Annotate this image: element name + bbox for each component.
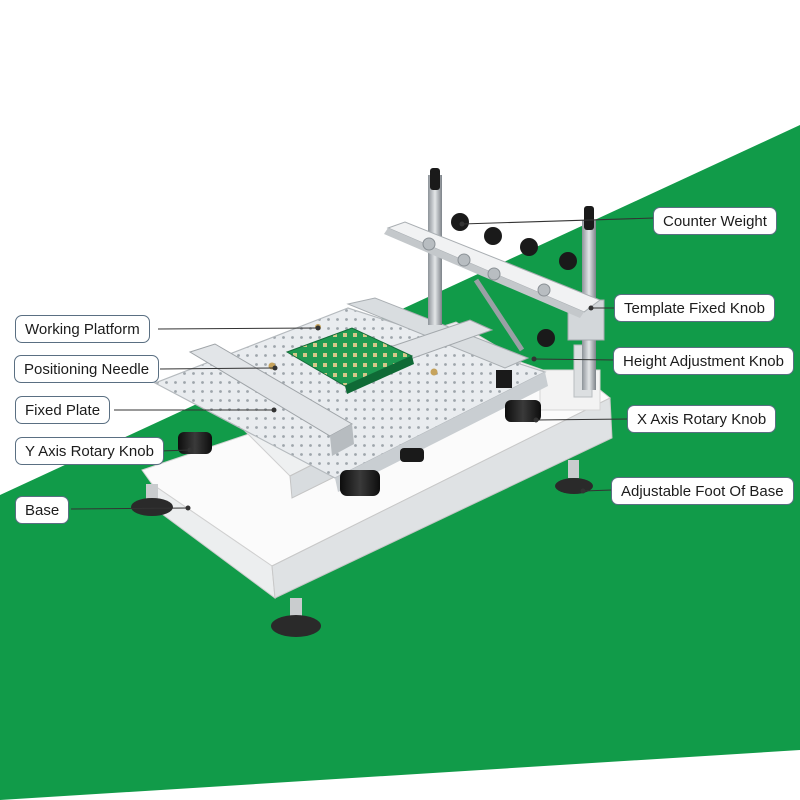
label-x-axis-rotary-knob: X Axis Rotary Knob <box>627 405 777 433</box>
label-positioning-needle: Positioning Needle <box>14 355 160 383</box>
label-fixed-plate: Fixed Plate <box>15 396 111 424</box>
label-template-fixed-knob: Template Fixed Knob <box>614 294 775 322</box>
label-y-axis-rotary-knob: Y Axis Rotary Knob <box>15 437 164 465</box>
base-feet <box>131 460 593 637</box>
label-height-adjustment-knob: Height Adjustment Knob <box>613 347 794 375</box>
leader-lines <box>70 217 655 510</box>
label-base: Base <box>15 496 70 524</box>
leader-dots <box>185 221 594 511</box>
rotary-knobs <box>178 400 541 496</box>
template-holder <box>384 221 602 318</box>
pcb-board <box>285 327 414 394</box>
label-counter-weight: Counter Weight <box>653 207 777 235</box>
label-working-platform: Working Platform <box>15 315 150 343</box>
working-platform <box>153 307 548 492</box>
counter-weight-knobs <box>451 213 577 347</box>
label-adjustable-foot-of-base: Adjustable Foot Of Base <box>611 477 794 505</box>
